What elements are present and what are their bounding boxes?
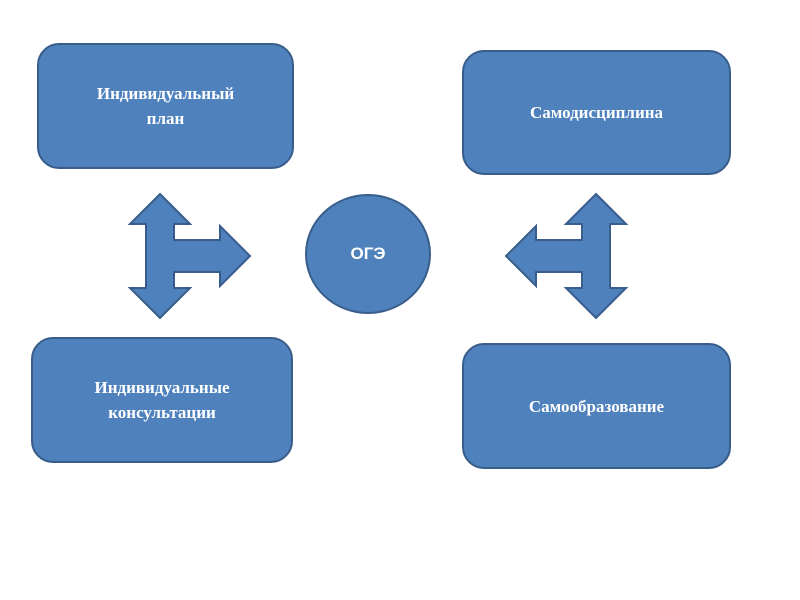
node-individual-plan-line1: Индивидуальный (96, 84, 235, 103)
node-individual-consultations-line1: Индивидуальные (94, 378, 230, 397)
right-three-way-arrow-shape (504, 192, 629, 320)
node-individual-plan: Индивидуальный план (37, 43, 294, 169)
node-individual-consultations-line2: консультации (108, 403, 216, 422)
node-self-education: Самообразование (462, 343, 731, 469)
center-circle-oge: ОГЭ (305, 194, 431, 314)
node-individual-consultations: Индивидуальные консультации (31, 337, 293, 463)
left-three-way-arrow-shape (127, 192, 252, 320)
node-individual-consultations-text: Индивидуальные консультации (94, 375, 229, 425)
node-self-discipline: Самодисциплина (462, 50, 731, 175)
node-self-discipline-label: Самодисциплина (529, 103, 664, 122)
node-individual-plan-text: Индивидуальный план (97, 81, 234, 131)
node-individual-plan-line2: план (146, 109, 185, 128)
node-self-education-label: Самообразование (528, 396, 665, 416)
center-label: ОГЭ (350, 244, 386, 263)
